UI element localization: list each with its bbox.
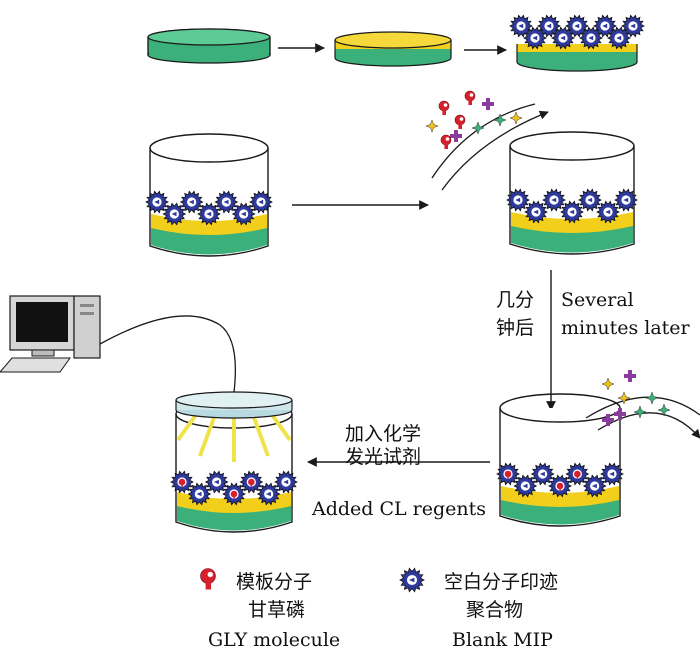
gly-molecule-icon xyxy=(464,90,476,105)
mip-particle-icon xyxy=(162,202,187,226)
interferent-star-icon xyxy=(657,403,671,417)
mip-particle-icon xyxy=(607,26,631,50)
legend-gly-cn-2: 甘草磷 xyxy=(248,599,305,621)
legend-mip-en: Blank MIP xyxy=(452,629,553,651)
cl-label-en: Added CL regents xyxy=(311,498,486,520)
mip-particle-icon xyxy=(593,14,617,38)
mip-particle-icon xyxy=(614,188,638,212)
gly-molecule-icon xyxy=(440,134,452,149)
mip-particle-icon xyxy=(513,474,538,498)
substrate-coated xyxy=(334,31,452,67)
mip-particle-icon xyxy=(249,190,273,214)
wait-label-cn-2: 钟后 xyxy=(496,317,534,339)
legend-mip-cn-1: 空白分子印迹 xyxy=(444,571,558,593)
mip-particle-icon xyxy=(399,567,425,593)
mip-particle-icon xyxy=(530,462,555,486)
beaker-adding-sample xyxy=(506,131,638,255)
mip-particle-icon xyxy=(560,200,584,224)
interferent-cross-icon xyxy=(614,408,626,420)
legend-gly-en: GLY molecule xyxy=(208,629,340,651)
mip-particle-icon xyxy=(524,200,548,224)
legend-gly-cn-1: 模板分子 xyxy=(236,571,312,593)
mip-particle-icon xyxy=(551,26,575,50)
substrate-bare xyxy=(147,28,271,64)
interferent-star-icon xyxy=(645,391,659,405)
gly-molecule-icon xyxy=(200,568,216,590)
light-rays xyxy=(176,410,292,462)
wait-label-en-1: Several xyxy=(561,289,634,311)
interferent-star-icon xyxy=(617,391,631,405)
mip-particle-icon xyxy=(214,190,239,214)
interferent-cross-icon xyxy=(602,414,614,426)
mip-particle-icon xyxy=(204,470,229,494)
interferent-cross-icon xyxy=(450,130,462,142)
mip-particle-icon xyxy=(145,190,169,214)
beaker-blank-mip xyxy=(145,133,273,257)
mip-particle-icon xyxy=(542,188,566,212)
wait-label-cn-1: 几分 xyxy=(496,289,534,311)
mip-particle-icon xyxy=(506,188,530,212)
beaker-bound-gly xyxy=(496,393,624,527)
legend-mip-cn-2: 聚合物 xyxy=(466,599,523,621)
interferent-star-icon xyxy=(633,405,647,419)
mip-particle-icon xyxy=(565,462,590,486)
mip-particle-icon xyxy=(548,474,572,498)
wait-label-en-2: minutes later xyxy=(561,317,691,339)
mip-particle-icon xyxy=(222,482,246,506)
mip-particle-icon xyxy=(197,202,221,226)
mip-particle-icon xyxy=(496,462,520,486)
interferent-cross-icon xyxy=(624,370,636,382)
mip-particle-icon xyxy=(537,14,561,38)
mip-particle-icon xyxy=(231,202,256,226)
mip-particle-icon xyxy=(582,474,607,498)
legend-gly: 模板分子 甘草磷 GLY molecule xyxy=(200,568,340,651)
computer-icon xyxy=(0,295,101,373)
interferent-star-icon xyxy=(425,119,439,133)
mip-particle-icon xyxy=(523,26,547,50)
interferent-star-icon xyxy=(493,113,507,127)
cl-label-cn-1: 加入化学 xyxy=(345,423,421,445)
cl-label-cn-2: 发光试剂 xyxy=(345,446,421,468)
interferent-star-icon xyxy=(601,377,615,391)
interferent-star-icon xyxy=(509,111,523,125)
mip-particle-icon xyxy=(256,482,281,506)
detector-lid xyxy=(175,391,293,419)
mip-particle-icon xyxy=(239,470,264,494)
detector-cable xyxy=(99,315,237,393)
mip-particle-icon xyxy=(579,26,603,50)
gly-molecule-icon xyxy=(454,114,466,129)
mip-particle-icon xyxy=(187,482,212,506)
mip-particle-icon xyxy=(621,14,645,38)
beaker-detection xyxy=(170,399,298,533)
mip-particle-icon xyxy=(170,470,194,494)
substrate-with-mip xyxy=(509,14,645,72)
mip-particle-icon xyxy=(596,200,620,224)
interferent-cross-icon xyxy=(482,98,494,110)
interferent-star-icon xyxy=(471,121,485,135)
mip-particle-icon xyxy=(179,190,204,214)
gly-molecule-icon xyxy=(438,100,450,115)
mip-particle-icon xyxy=(600,462,624,486)
mip-particle-icon xyxy=(274,470,298,494)
sample-pour-stream xyxy=(425,90,549,191)
mip-particle-icon xyxy=(578,188,602,212)
sample-remaining-stream xyxy=(585,370,700,439)
legend-mip: 空白分子印迹 聚合物 Blank MIP xyxy=(399,567,558,651)
